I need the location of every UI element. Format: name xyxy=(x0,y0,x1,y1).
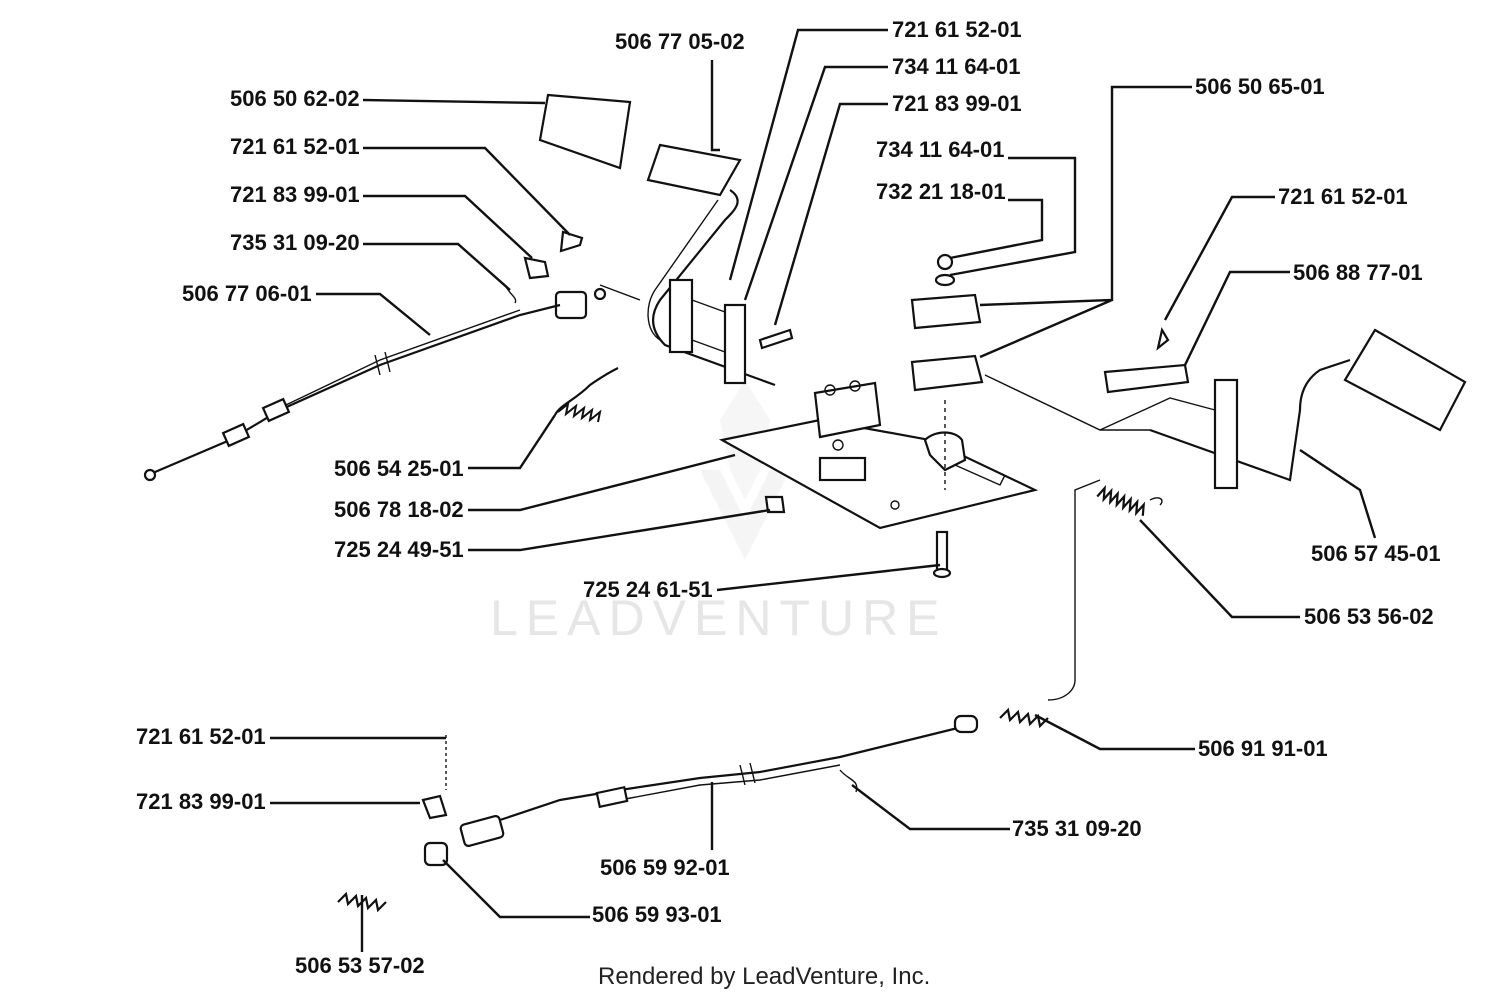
part-label: 721 61 52-01 xyxy=(892,17,1022,42)
part-label: 734 11 64-01 xyxy=(876,137,1004,162)
part-label: 506 57 45-01 xyxy=(1311,541,1441,566)
part-label: 506 53 57-02 xyxy=(295,953,425,978)
part-label: 721 61 52-01 xyxy=(136,724,266,749)
part-label: 506 59 93-01 xyxy=(592,902,722,927)
pedal-arm-left xyxy=(647,189,794,387)
control-rod xyxy=(599,284,1150,431)
part-label: 506 77 05-02 xyxy=(615,29,745,54)
part-label: 721 83 99-01 xyxy=(230,182,360,207)
part-label: 506 50 65-01 xyxy=(1195,74,1325,99)
part-label: 735 31 09-20 xyxy=(230,230,360,255)
left-pedal-pad xyxy=(538,93,632,170)
throttle-cable-upper xyxy=(143,303,561,482)
part-label: 734 11 64-01 xyxy=(892,54,1020,79)
part-label: 732 21 18-01 xyxy=(876,179,1006,204)
cable-clevis-top xyxy=(504,256,607,320)
part-label: 725 24 49-51 xyxy=(334,537,464,562)
part-label: 506 88 77-01 xyxy=(1293,260,1423,285)
part-label: 721 83 99-01 xyxy=(136,789,266,814)
lower-fittings xyxy=(337,735,505,913)
part-label: 506 78 18-02 xyxy=(334,497,464,522)
screw-725-24-49-51 xyxy=(764,495,786,514)
spring-upper-left xyxy=(554,367,619,423)
part-label: 735 31 09-20 xyxy=(1012,816,1142,841)
leader-lines xyxy=(270,28,1377,952)
watermark-text: LEADVENTURE xyxy=(490,590,948,646)
part-label: 721 83 99-01 xyxy=(892,91,1022,116)
clamp-blocks xyxy=(910,253,984,490)
credit-text: Rendered by LeadVenture, Inc. xyxy=(598,963,930,990)
spring-506-91-91-01 xyxy=(999,479,1101,729)
part-label: 506 91 91-01 xyxy=(1198,736,1328,761)
throttle-cable-lower xyxy=(469,714,979,832)
part-label: 721 61 52-01 xyxy=(230,134,360,159)
switch-block-center xyxy=(813,380,882,439)
part-labels: 506 77 05-02 721 61 52-01 734 11 64-01 7… xyxy=(136,17,1441,978)
clutch-pedal-plate xyxy=(646,143,742,197)
part-label: 506 59 92-01 xyxy=(600,855,730,880)
part-label: 721 61 52-01 xyxy=(1278,184,1408,209)
screw-725-24-61-51 xyxy=(932,530,952,579)
part-label: 506 50 62-02 xyxy=(230,86,360,111)
part-label: 506 77 06-01 xyxy=(182,281,312,306)
part-label: 506 53 56-02 xyxy=(1304,604,1434,629)
spring-right xyxy=(1096,484,1163,517)
pivot-pin xyxy=(559,230,584,253)
part-label: 725 24 61-51 xyxy=(583,577,713,602)
part-label: 506 54 25-01 xyxy=(334,456,464,481)
right-pedal-assembly xyxy=(1099,327,1467,490)
